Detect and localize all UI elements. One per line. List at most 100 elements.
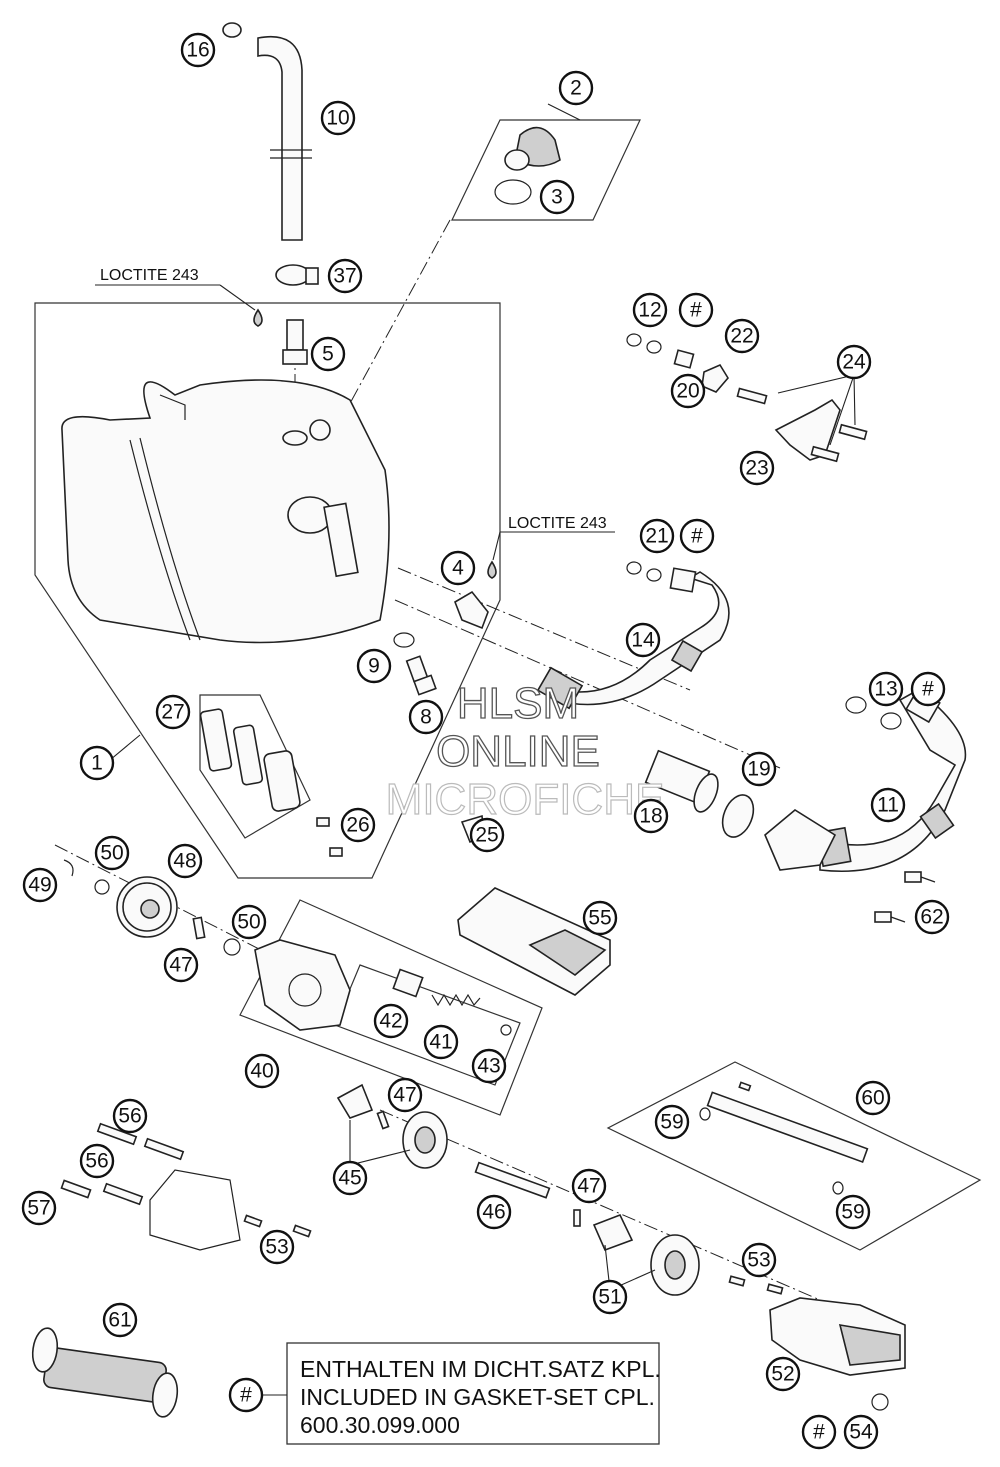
rotor-set-51 [592, 1213, 700, 1296]
loctite-drop-2 [487, 560, 497, 579]
callout-55: 55 [582, 900, 618, 936]
svg-text:#: # [922, 678, 934, 701]
vent-nipple [282, 319, 308, 365]
callout-57: 57 [21, 1190, 57, 1226]
svg-text:41: 41 [429, 1031, 452, 1054]
svg-text:23: 23 [745, 457, 768, 480]
hose-clamp [275, 264, 319, 286]
svg-text:12: 12 [638, 299, 661, 322]
svg-text:#: # [240, 1384, 252, 1407]
svg-text:47: 47 [393, 1084, 416, 1107]
drain-screw-8 [405, 655, 437, 696]
svg-text:61: 61 [108, 1309, 131, 1332]
callout-1: 1 [79, 745, 115, 781]
svg-text:#: # [690, 299, 702, 322]
svg-text:24: 24 [842, 351, 866, 374]
o-ring-21a [626, 561, 642, 575]
callout-27: 27 [155, 694, 191, 730]
callout-50-b: 50 [231, 904, 267, 940]
svg-text:47: 47 [577, 1175, 600, 1198]
filler-cap-group-frame [451, 119, 641, 221]
callout-45: 45 [332, 1160, 368, 1196]
svg-text:#: # [813, 1421, 825, 1444]
dowel-pins-53a [243, 1214, 312, 1238]
callout-12: 12 [632, 292, 668, 328]
callout-62: 62 [914, 899, 950, 935]
loctite-label-2: LOCTITE 243 [508, 515, 607, 532]
svg-text:46: 46 [482, 1201, 505, 1224]
callout-46: 46 [476, 1194, 512, 1230]
callout-24: 24 [836, 344, 872, 380]
svg-text:20: 20 [676, 380, 699, 403]
filter-covers-27 [199, 708, 301, 812]
svg-text:56: 56 [118, 1105, 141, 1128]
pump-cover-52 [769, 1297, 906, 1376]
callout-53-b: 53 [741, 1242, 777, 1278]
bracket-group [626, 333, 868, 463]
callout-41: 41 [423, 1024, 459, 1060]
callout-49: 49 [22, 867, 58, 903]
callout-21: 21 [639, 518, 675, 554]
svg-text:42: 42 [379, 1010, 402, 1033]
svg-text:52: 52 [771, 1363, 794, 1386]
washer-50a [94, 879, 110, 895]
callout-13: 13 [868, 671, 904, 707]
pump-shaft-46 [474, 1161, 551, 1199]
callout-16: 16 [180, 32, 216, 68]
svg-text:50: 50 [100, 842, 123, 865]
svg-text:57: 57 [27, 1197, 50, 1220]
callout-19: 19 [741, 751, 777, 787]
oil-filter-61 [31, 1327, 179, 1418]
callout-53-a: 53 [259, 1229, 295, 1265]
loctite-label-1: LOCTITE 243 [100, 267, 199, 284]
bolts-56-57 [60, 1122, 185, 1206]
callout-26: 26 [340, 807, 376, 843]
pin-47c [573, 1209, 581, 1227]
pump-cover-outline [149, 1169, 241, 1251]
callout-56-a: 56 [112, 1098, 148, 1134]
svg-text:53: 53 [265, 1236, 288, 1259]
svg-text:45: 45 [338, 1167, 361, 1190]
filler-cap [504, 126, 561, 171]
callout-10: 10 [320, 100, 356, 136]
pin-47a [192, 916, 206, 940]
washer-50b [223, 938, 241, 956]
callout-5: 5 [310, 336, 346, 372]
svg-text:19: 19 [747, 758, 770, 781]
tube-60 [699, 1081, 869, 1195]
svg-text:54: 54 [849, 1421, 873, 1444]
svg-text:62: 62 [920, 906, 943, 929]
callout-48: 48 [167, 843, 203, 879]
flange-cover [764, 809, 837, 871]
svg-text:56: 56 [85, 1150, 108, 1173]
svg-text:18: 18 [639, 805, 662, 828]
gasket-set-note: # ENTHALTEN IM DICHT.SATZ KPL. INCLUDED … [228, 1342, 661, 1445]
o-ring-21b [646, 568, 662, 582]
callout-25: 25 [469, 817, 505, 853]
watermark-line-3: MICROFICHE [386, 775, 665, 824]
tank-fitting [454, 590, 489, 630]
sealing-washer-9 [393, 632, 415, 648]
svg-text:2: 2 [570, 77, 582, 100]
callout-51: 51 [592, 1279, 628, 1315]
svg-text:#: # [691, 525, 703, 548]
callout-37: 37 [327, 258, 363, 294]
callout-8: 8 [408, 699, 444, 735]
svg-text:13: 13 [874, 678, 897, 701]
callout-47-b: 47 [387, 1077, 423, 1113]
note-line-1: ENTHALTEN IM DICHT.SATZ KPL. [300, 1356, 661, 1382]
callout-56-b: 56 [79, 1143, 115, 1179]
svg-text:43: 43 [477, 1055, 500, 1078]
svg-text:22: 22 [730, 325, 753, 348]
callout-12-hash: # [678, 292, 714, 328]
svg-text:55: 55 [588, 907, 611, 930]
callout-43: 43 [471, 1048, 507, 1084]
note-line-3: 600.30.099.000 [300, 1412, 460, 1438]
oil-hose-11 [816, 688, 967, 872]
loctite-drop-1 [253, 308, 263, 327]
callout-59-b: 59 [835, 1194, 871, 1230]
callout-61: 61 [102, 1302, 138, 1338]
svg-text:5: 5 [322, 343, 334, 366]
oil-pump-housing-40 [254, 939, 351, 1031]
